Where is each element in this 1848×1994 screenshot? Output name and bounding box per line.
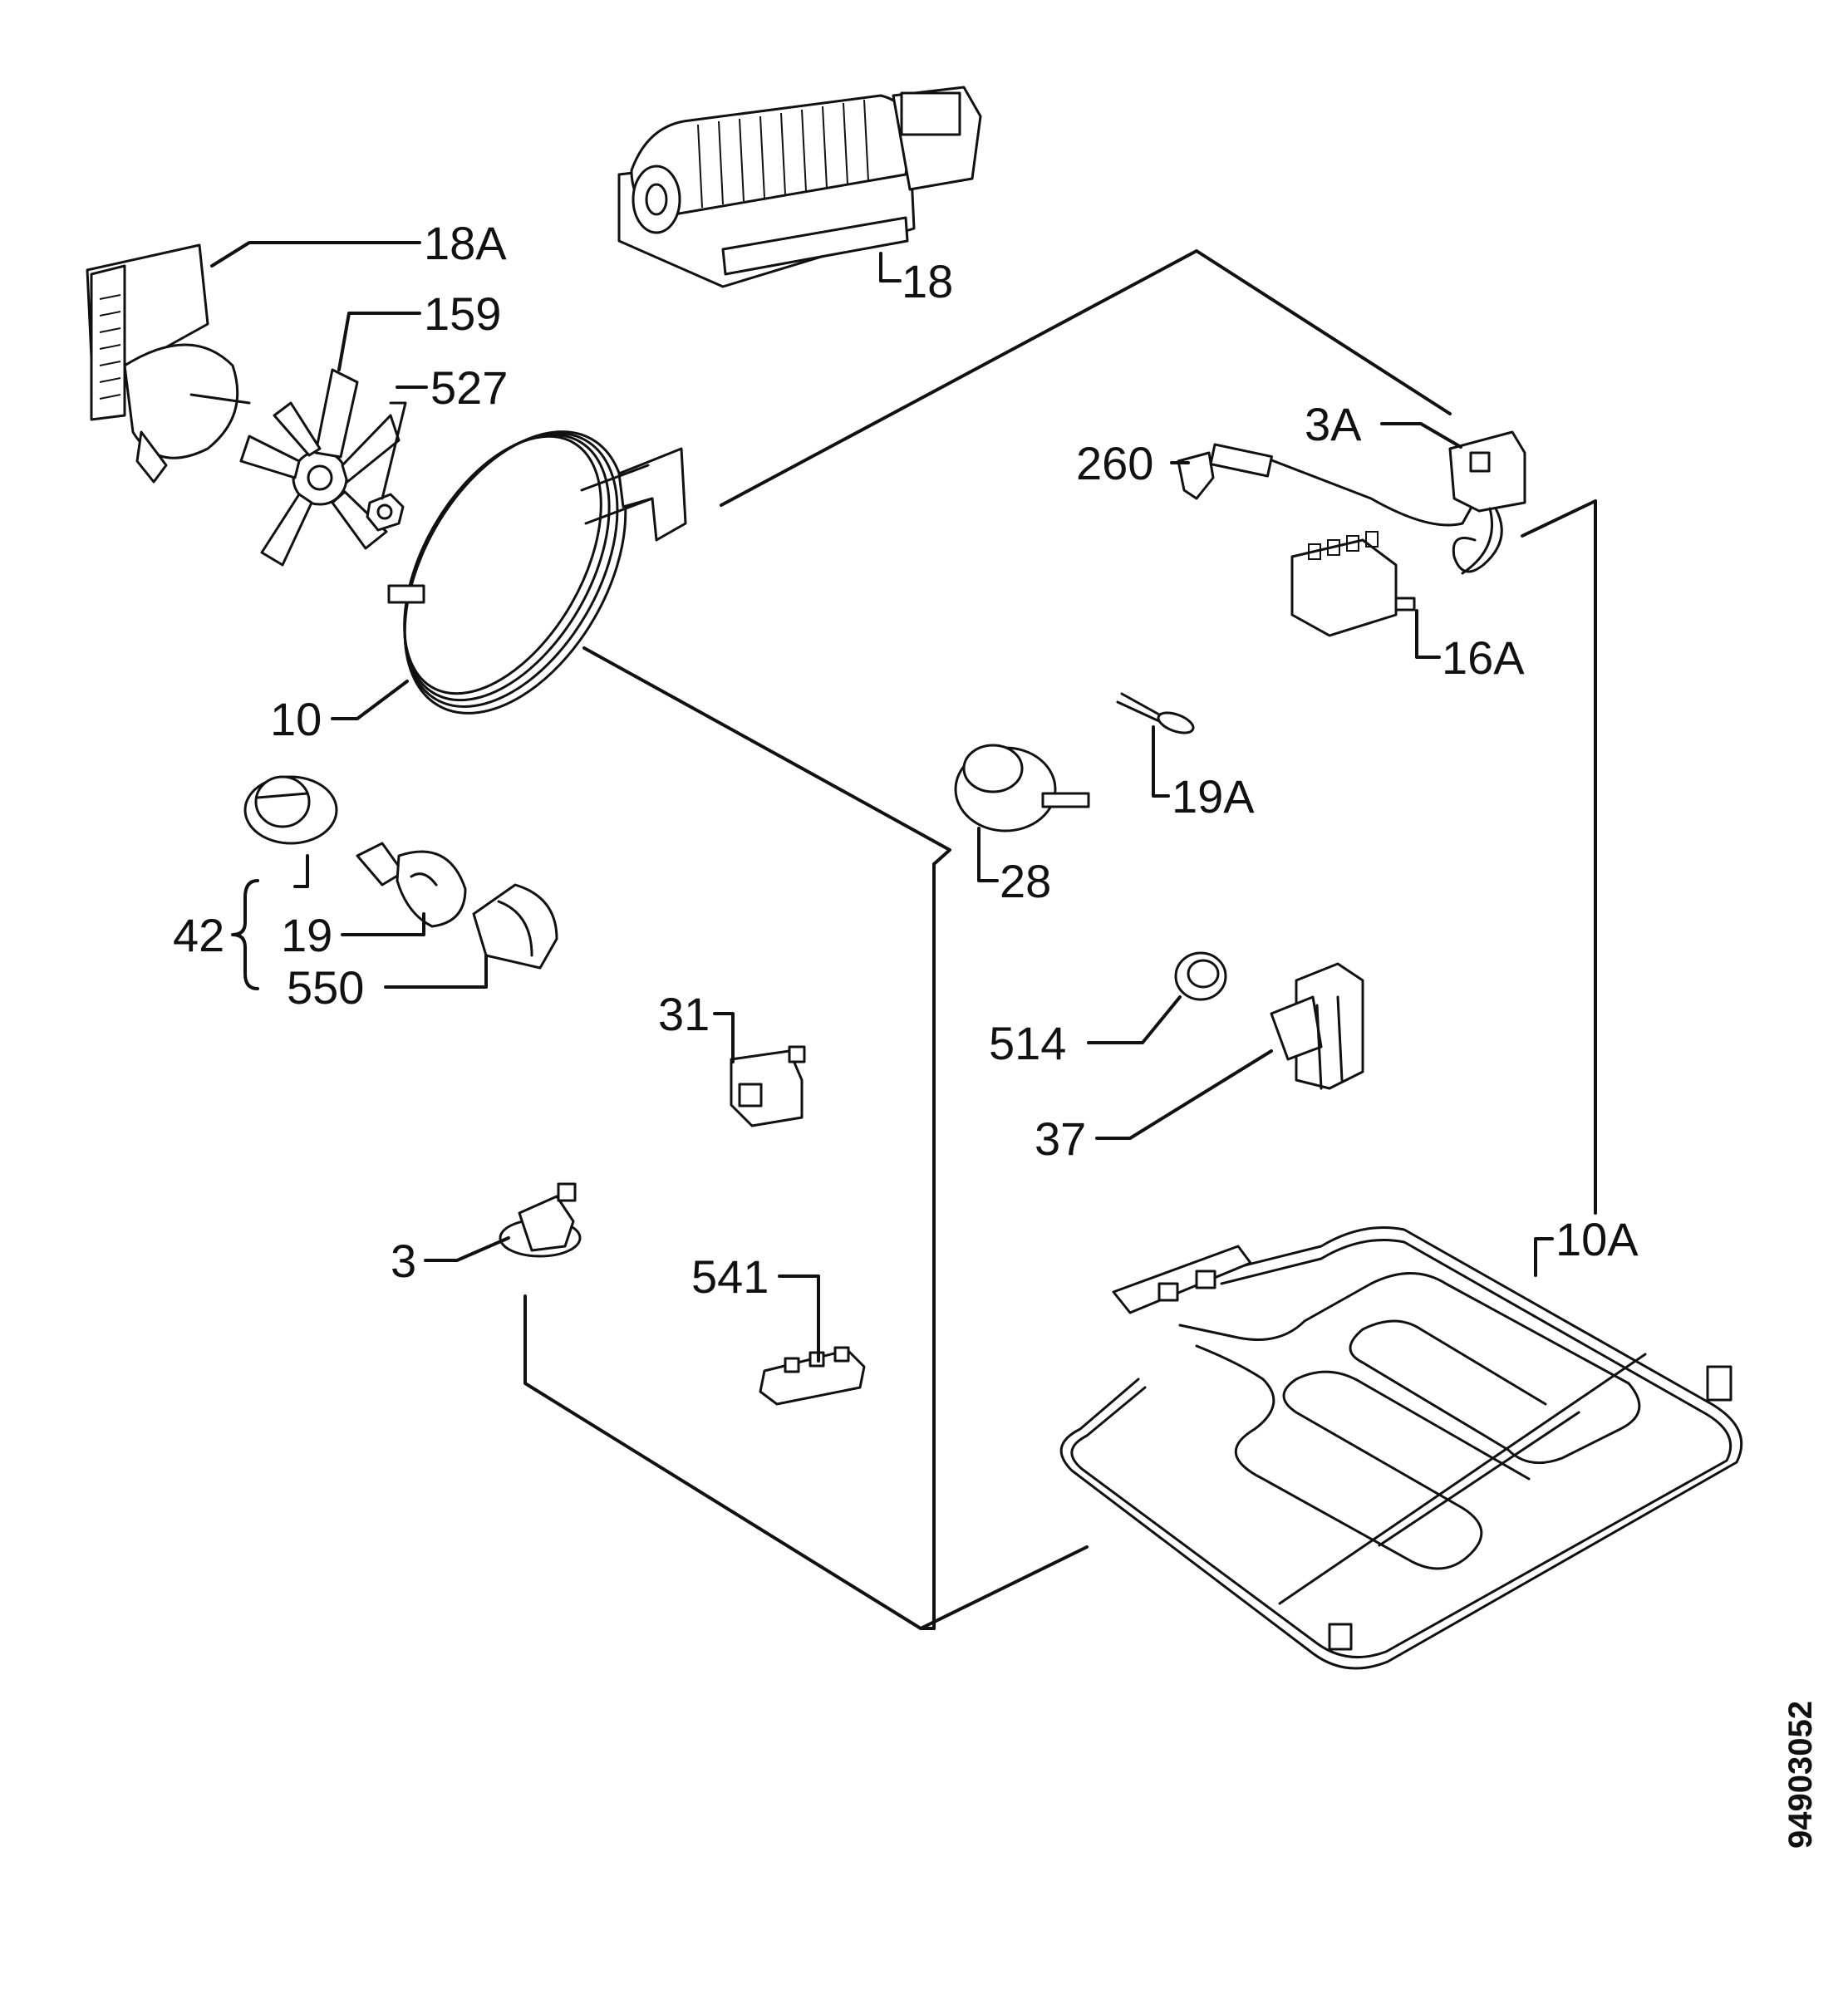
- nut-part-527: [366, 401, 407, 532]
- label-18a: 18A: [424, 217, 507, 269]
- label-3: 3: [391, 1235, 416, 1287]
- label-28: 28: [1000, 855, 1051, 907]
- label-31: 31: [658, 988, 710, 1040]
- callout-labels: 18A 159 527 18 3A 260 16A 10 19A 28 42 1…: [173, 217, 1639, 1303]
- capillary-clip-part-260: [1177, 443, 1273, 500]
- label-10: 10: [270, 693, 322, 745]
- label-260: 260: [1076, 437, 1153, 489]
- document-number: 94903052: [1782, 1701, 1819, 1849]
- label-541: 541: [691, 1250, 769, 1303]
- label-42: 42: [173, 909, 224, 961]
- label-37: 37: [1035, 1112, 1086, 1165]
- label-159: 159: [424, 287, 501, 340]
- label-527: 527: [430, 361, 508, 414]
- fan-blade-part-159: [239, 368, 401, 567]
- lamp-bulb-part-19: [356, 842, 467, 928]
- safety-thermostat-part-3: [499, 1182, 582, 1258]
- label-550: 550: [287, 961, 364, 1014]
- label-19a: 19A: [1172, 770, 1255, 823]
- relay-part-31: [730, 1045, 806, 1127]
- lamp-cover-part-550: [472, 883, 558, 970]
- selector-switch-part-16a: [1290, 531, 1416, 637]
- knob-part-28: [954, 744, 1090, 832]
- label-3a: 3A: [1305, 398, 1362, 450]
- grill-element-part-10a: [1059, 1226, 1743, 1670]
- leader-lines: [210, 241, 1554, 1363]
- label-514: 514: [989, 1017, 1066, 1069]
- terminal-block-part-37: [1270, 962, 1364, 1090]
- connector-part-541: [759, 1346, 866, 1406]
- oven-cavity-outline: [523, 249, 1597, 1630]
- label-19: 19: [281, 909, 332, 961]
- label-10a: 10A: [1556, 1213, 1639, 1265]
- tangential-fan-part-18: [617, 86, 982, 288]
- lamp-holder-part-42: [243, 775, 338, 845]
- indicator-lamp-part-19a: [1116, 692, 1195, 734]
- label-18: 18: [902, 255, 953, 307]
- grommet-part-514: [1174, 951, 1227, 1001]
- label-16a: 16A: [1442, 631, 1525, 684]
- circular-heater-part-10: [387, 430, 687, 715]
- fan-motor-part-18a: [86, 243, 251, 484]
- thermostat-part-3a: [1261, 430, 1526, 575]
